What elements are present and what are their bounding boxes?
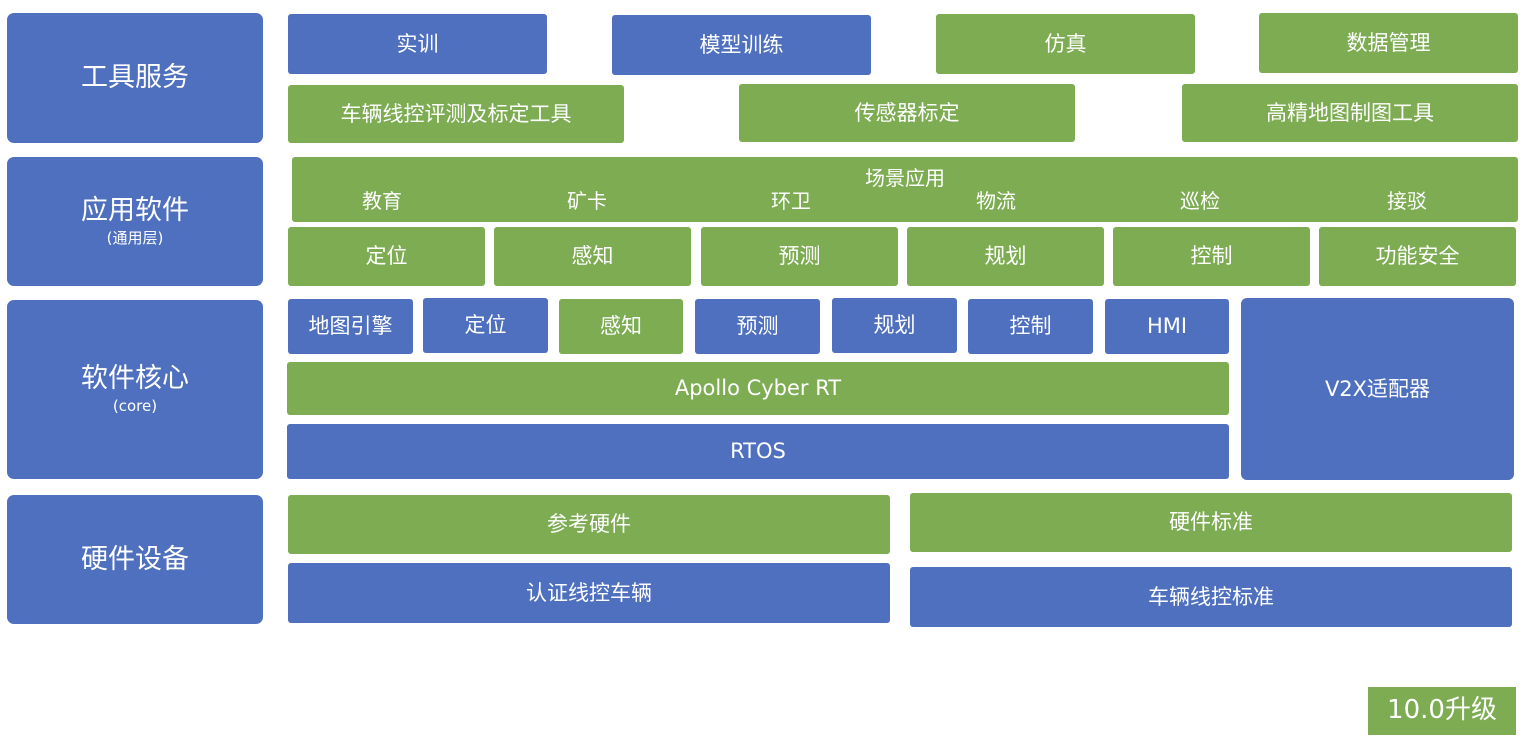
tool-data-management-text: 数据管理	[1346, 30, 1431, 55]
v2x-adapter: V2X适配器	[1241, 298, 1514, 480]
app-module-text: 感知	[571, 244, 614, 269]
scenario-item: 环卫	[771, 189, 811, 213]
tool-hd-map: 高精地图制图工具	[1182, 84, 1518, 142]
row-label-apps: 应用软件 (通用层)	[7, 157, 263, 286]
core-module: 定位	[423, 298, 548, 353]
app-module-text: 控制	[1190, 244, 1233, 269]
rtos-text: RTOS	[730, 439, 786, 464]
app-module: 功能安全	[1319, 227, 1516, 286]
core-module: 规划	[832, 298, 957, 353]
core-module-text: HMI	[1146, 314, 1188, 339]
app-module: 预测	[701, 227, 898, 286]
version-badge: 10.0升级	[1368, 687, 1516, 735]
reference-hardware: 参考硬件	[288, 495, 890, 554]
tool-data-management: 数据管理	[1259, 13, 1518, 73]
tool-drive-by-wire-text: 车辆线控评测及标定工具	[340, 101, 572, 126]
app-module-text: 定位	[365, 244, 408, 269]
row-label-core: 软件核心 (core)	[7, 300, 263, 479]
version-badge-text: 10.0升级	[1387, 695, 1497, 726]
scenario-bar: 场景应用 教育 矿卡 环卫 物流 巡检 接驳	[292, 157, 1518, 222]
reference-hardware-text: 参考硬件	[547, 512, 631, 537]
tool-drive-by-wire: 车辆线控评测及标定工具	[288, 85, 624, 143]
app-module-text: 预测	[778, 244, 821, 269]
rtos-bar: RTOS	[287, 424, 1229, 479]
cyber-rt-text: Apollo Cyber RT	[674, 376, 842, 401]
row-label-apps-text: 应用软件	[81, 195, 189, 227]
core-module-text: 控制	[1009, 314, 1052, 339]
scenario-item: 矿卡	[567, 189, 607, 213]
row-label-tools-text: 工具服务	[81, 62, 189, 94]
vehicle-standard: 车辆线控标准	[910, 567, 1512, 627]
core-module: HMI	[1105, 299, 1229, 354]
app-module: 定位	[288, 227, 485, 286]
certified-vehicle-text: 认证线控车辆	[526, 580, 652, 605]
vehicle-standard-text: 车辆线控标准	[1148, 584, 1274, 609]
core-module-text: 感知	[600, 314, 642, 339]
scenario-item: 接驳	[1387, 189, 1427, 213]
hardware-standard: 硬件标准	[910, 493, 1512, 552]
row-label-apps-sub: (通用层)	[106, 229, 164, 248]
scenario-item: 物流	[976, 189, 1016, 213]
core-module: 控制	[968, 299, 1093, 354]
tool-simulation-text: 仿真	[1044, 31, 1087, 56]
v2x-adapter-text: V2X适配器	[1324, 376, 1431, 401]
row-label-hardware-text: 硬件设备	[81, 543, 189, 575]
app-module: 感知	[494, 227, 691, 286]
app-module-text: 规划	[984, 244, 1027, 269]
core-module: 地图引擎	[288, 299, 413, 354]
tool-simulation: 仿真	[936, 14, 1195, 74]
app-module: 规划	[907, 227, 1104, 286]
row-label-hardware: 硬件设备	[7, 495, 263, 624]
core-module-text: 地图引擎	[308, 314, 393, 339]
certified-vehicle: 认证线控车辆	[288, 563, 890, 623]
scenario-item: 教育	[362, 189, 402, 213]
core-module: 预测	[695, 299, 820, 354]
hardware-standard-text: 硬件标准	[1169, 510, 1253, 535]
tool-sensor-calibration-text: 传感器标定	[854, 100, 960, 125]
tool-training: 实训	[288, 14, 547, 74]
core-module-text: 规划	[873, 313, 916, 338]
scenario-title: 场景应用	[865, 166, 945, 190]
core-module: 感知	[559, 299, 683, 354]
cyber-rt-bar: Apollo Cyber RT	[287, 362, 1229, 415]
tool-model-training: 模型训练	[612, 15, 871, 75]
tool-hd-map-text: 高精地图制图工具	[1266, 100, 1434, 125]
core-module-text: 定位	[464, 313, 507, 338]
app-module: 控制	[1113, 227, 1310, 286]
row-label-core-sub: (core)	[112, 397, 158, 416]
scenario-item: 巡检	[1180, 189, 1220, 213]
tool-sensor-calibration: 传感器标定	[739, 84, 1075, 142]
tool-model-training-text: 模型训练	[699, 32, 784, 57]
row-label-tools: 工具服务	[7, 13, 263, 143]
tool-training-text: 实训	[396, 31, 439, 56]
row-label-core-text: 软件核心	[81, 363, 189, 395]
core-module-text: 预测	[736, 314, 779, 339]
app-module-text: 功能安全	[1375, 244, 1460, 269]
